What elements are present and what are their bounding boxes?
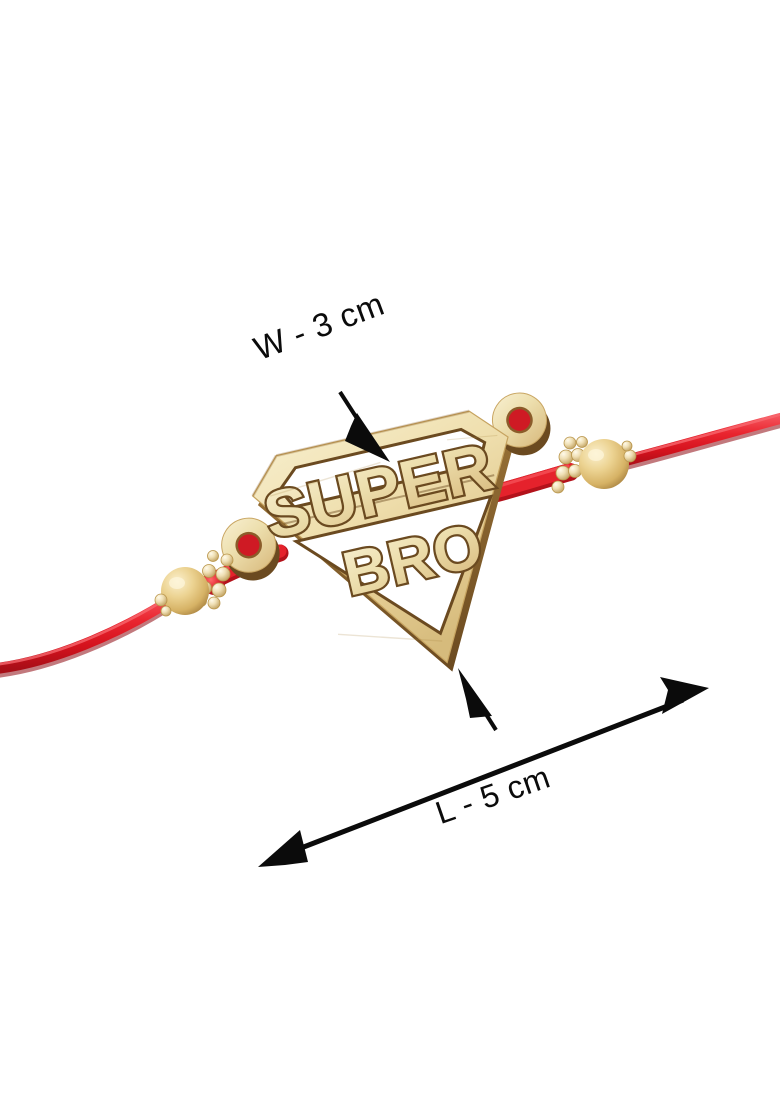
gold-end-spacer-right [623,449,637,463]
gold-spacer-left-outer [207,553,234,610]
pendant-eyelet-left [221,517,277,573]
length-dimension-line [258,677,709,867]
wooden-pendant: SUPER BRO [221,392,551,672]
length-dimension-arrowhead-left [258,830,308,867]
pendant-cutout-bottom [292,494,494,636]
width-arrowhead [345,413,390,462]
wooden-bead-right [579,439,629,489]
pendant-cutout-top [278,427,487,509]
bead-cluster-left [154,550,234,617]
bead-cluster-right [551,436,637,494]
pendant-wood-grain [269,434,498,642]
width-callout-arrow [338,390,390,462]
gold-end-spacer-left [154,593,168,607]
length-dimension-arrowhead-right [660,677,709,714]
length-arrowhead [458,668,492,718]
pendant-laser-burn [251,409,470,497]
pendant-eyelet-right [491,392,547,448]
gold-spacer-right-inner [551,436,577,494]
red-thread-left [0,591,182,678]
length-callout-arrow [458,668,498,732]
gold-spacer-right-outer [568,436,588,478]
